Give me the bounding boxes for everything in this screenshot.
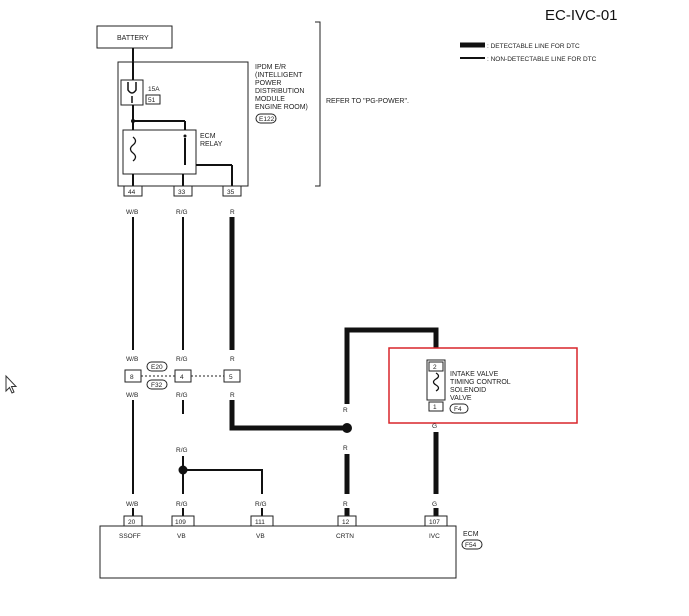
ecm-pin-12 bbox=[337, 515, 357, 527]
ecm-relay-box bbox=[122, 129, 197, 175]
solenoid-label-4: VALVE bbox=[450, 395, 472, 402]
ecm-connector: F54 bbox=[465, 542, 477, 549]
ecm-pin-20-num: 20 bbox=[128, 519, 136, 526]
wire-color-r-splice-bottom: R bbox=[343, 445, 348, 452]
ecm-pin-111-num: 111 bbox=[255, 519, 265, 526]
ecm-pin-20-name: SSOFF bbox=[119, 533, 141, 540]
ipdm-pin-44 bbox=[123, 185, 143, 197]
wire-color-wb-top: W/B bbox=[126, 209, 138, 216]
legend-detectable-label: : DETECTABLE LINE FOR DTC bbox=[487, 43, 580, 50]
ecm-pin-109 bbox=[171, 515, 195, 527]
ipdm-label-4: DISTRIBUTION bbox=[255, 88, 304, 95]
wire-color-rg-top: R/G bbox=[176, 209, 188, 216]
refer-note: REFER TO "PG-POWER". bbox=[326, 98, 409, 105]
wire-color-rg-joint-bottom: R/G bbox=[176, 392, 188, 399]
fuse-rating: 15A bbox=[148, 86, 160, 93]
ecm-pin-109-name: VB bbox=[177, 533, 186, 540]
wire-color-wb-joint-bottom: W/B bbox=[126, 392, 138, 399]
wire-color-g-ecm: G bbox=[432, 501, 437, 508]
ipdm-pin-35 bbox=[222, 185, 242, 197]
solenoid-connector-badge bbox=[449, 403, 469, 414]
wire-r-to-solenoid bbox=[344, 327, 439, 404]
ecm-label: ECM bbox=[463, 531, 479, 538]
fuse: 15A 51 bbox=[120, 79, 161, 106]
ipdm-pin-33-label: 33 bbox=[178, 189, 186, 196]
ipdm-label-1: IPDM E/R bbox=[255, 64, 286, 71]
relay-contact-dot bbox=[183, 134, 187, 138]
joint-connector-f32: F32 bbox=[151, 382, 163, 389]
wire-color-rg-mid: R/G bbox=[176, 447, 188, 454]
ipdm-pin-33 bbox=[173, 185, 193, 197]
battery-box bbox=[96, 25, 173, 49]
ipdm-pin-44-label: 44 bbox=[128, 189, 136, 196]
wire-color-r-top: R bbox=[230, 209, 235, 216]
ecm-pin-107 bbox=[424, 515, 448, 527]
ecm-connector-badge bbox=[461, 539, 483, 550]
wire-color-r-joint-bottom: R bbox=[230, 392, 235, 399]
solenoid-label-1: INTAKE VALVE bbox=[450, 371, 499, 378]
joint-connector-e20-badge bbox=[146, 361, 168, 372]
ecm-box bbox=[99, 525, 457, 579]
joint-pin-4-label: 4 bbox=[180, 374, 184, 381]
diagram-code: EC-IVC-01 bbox=[545, 7, 618, 24]
mouse-pointer-icon bbox=[5, 374, 18, 394]
joint-pin-8-label: 8 bbox=[130, 374, 134, 381]
fuse-number: 51 bbox=[148, 97, 156, 104]
ecm-pin-107-name: IVC bbox=[429, 533, 440, 540]
battery-label: BATTERY bbox=[117, 35, 149, 42]
ecm-pin-109-num: 109 bbox=[175, 519, 186, 526]
wire-color-rg-ecm-1: R/G bbox=[176, 501, 188, 508]
wire-color-r-joint-top: R bbox=[230, 356, 235, 363]
ipdm-junction-dot bbox=[131, 119, 135, 123]
ecm-pin-111 bbox=[250, 515, 274, 527]
solenoid-highlight bbox=[388, 347, 578, 424]
relay-coil-icon bbox=[129, 136, 137, 162]
wire-color-wb-ecm: W/B bbox=[126, 501, 138, 508]
ipdm-label-6: ENGINE ROOM) bbox=[255, 104, 308, 111]
ipdm-label-2: (INTELLIGENT bbox=[255, 72, 303, 79]
joint-connector-f32-badge bbox=[146, 379, 168, 390]
wire-rg-branch bbox=[183, 469, 263, 494]
r-splice-dot bbox=[342, 423, 352, 433]
solenoid-pin-1-label: 1 bbox=[433, 404, 437, 411]
solenoid-pin-2 bbox=[428, 361, 444, 372]
fuse-number-box bbox=[145, 94, 161, 105]
wire-color-rg-joint-top: R/G bbox=[176, 356, 188, 363]
ipdm-connector: E122 bbox=[259, 116, 275, 123]
ecm-pin-12-name: CRTN bbox=[336, 533, 354, 540]
solenoid-label-3: SOLENOID bbox=[450, 387, 486, 394]
legend-nondetectable-label: : NON-DETECTABLE LINE FOR DTC bbox=[487, 56, 597, 63]
ipdm-pin-35-label: 35 bbox=[227, 189, 235, 196]
fuse-element-icon bbox=[127, 82, 137, 94]
wire-color-r-splice-top: R bbox=[343, 407, 348, 414]
ecm-relay: ECM RELAY bbox=[122, 129, 223, 175]
ecm-pin-107-num: 107 bbox=[429, 519, 440, 526]
solenoid-pin-1 bbox=[428, 401, 444, 412]
solenoid-pin-2-label: 2 bbox=[433, 364, 437, 371]
legend: : DETECTABLE LINE FOR DTC : NON-DETECTAB… bbox=[460, 42, 597, 63]
joint-pin-5-label: 5 bbox=[229, 374, 233, 381]
solenoid-label-2: TIMING CONTROL bbox=[450, 379, 511, 386]
ecm-pin-111-name: VB bbox=[256, 533, 265, 540]
ecm-pin-12-num: 12 bbox=[342, 519, 350, 526]
intake-valve-timing-solenoid: 2 1 INTAKE VALVE TIMING CONTROL SOLENOID… bbox=[426, 359, 511, 414]
wire-color-rg-ecm-2: R/G bbox=[255, 501, 267, 508]
wire-r-lower bbox=[229, 400, 347, 431]
ecm-relay-label-2: RELAY bbox=[200, 141, 223, 148]
solenoid-connector: F4 bbox=[454, 406, 462, 413]
ipdm-connector-badge bbox=[255, 113, 277, 124]
ecm-relay-label-1: ECM bbox=[200, 133, 216, 140]
ipdm-label-5: MODULE bbox=[255, 96, 285, 103]
wire-color-g-top: G bbox=[432, 423, 437, 430]
wire-color-r-ecm: R bbox=[343, 501, 348, 508]
ipdm-label-3: POWER bbox=[255, 80, 281, 87]
solenoid-coil-icon bbox=[432, 372, 440, 392]
ipdm-bracket bbox=[315, 21, 321, 187]
wire-color-wb-joint-top: W/B bbox=[126, 356, 138, 363]
ecm-pin-20 bbox=[123, 515, 143, 527]
joint-connector-e20: E20 bbox=[151, 364, 163, 371]
